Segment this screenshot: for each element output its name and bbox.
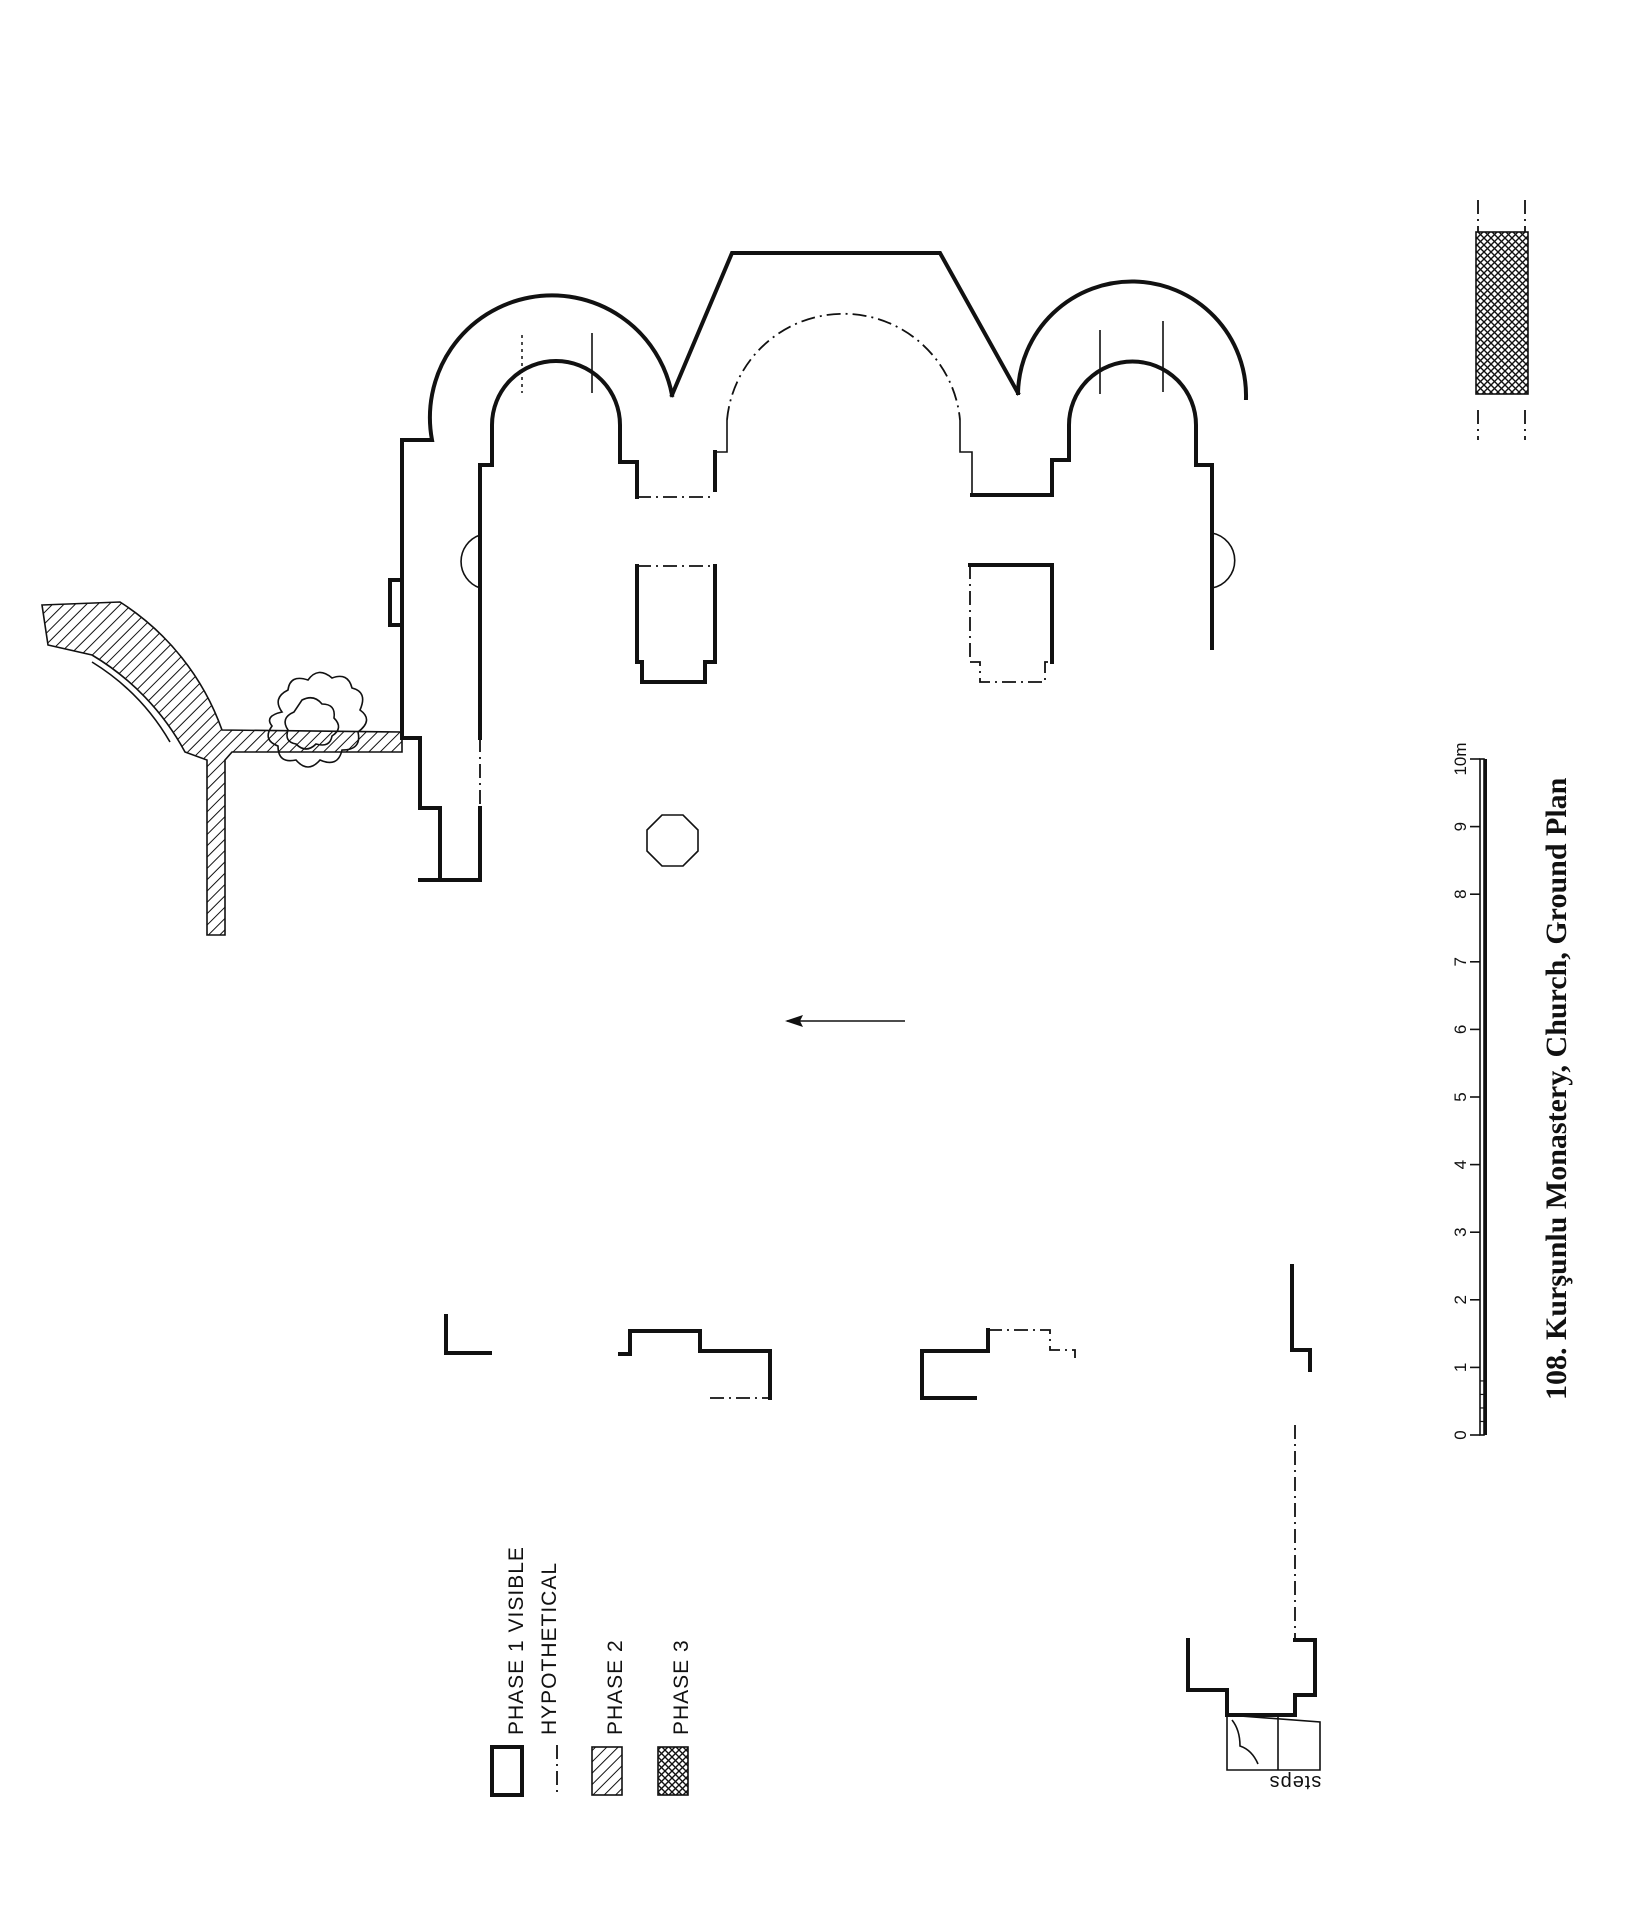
legend-phase2: PHASE 2 (604, 1639, 627, 1735)
scale-label: 1 (1451, 1363, 1470, 1372)
legend-swatch-phase1 (490, 1745, 524, 1797)
scale-label: 3 (1451, 1227, 1470, 1236)
scale-label: 8 (1451, 889, 1470, 898)
figure-caption: 108. Kurşunlu Monastery, Church, Ground … (1540, 777, 1573, 1400)
scale-bar: 0 1 2 3 4 5 6 7 8 9 10m (1451, 742, 1487, 1440)
legend: PHASE 1 VISIBLE HYPOTHETICAL PHASE 2 PHA… (490, 1546, 693, 1797)
phase2-structure (41, 601, 403, 936)
legend-phase3: PHASE 3 (670, 1639, 693, 1735)
legend-phase1-visible: PHASE 1 VISIBLE (505, 1546, 528, 1735)
scale-label: 5 (1451, 1092, 1470, 1101)
apse-walls (400, 251, 1249, 740)
scale-label: 6 (1451, 1025, 1470, 1034)
scale-label: 0 (1451, 1430, 1470, 1439)
scale-label: 10m (1451, 742, 1470, 775)
legend-swatch-phase2 (591, 1746, 623, 1796)
scale-label: 7 (1451, 957, 1470, 966)
legend-swatch-phase3 (657, 1746, 689, 1796)
steps-label: steps (1269, 1771, 1322, 1793)
direction-arrow (785, 1015, 905, 1027)
scale-label: 2 (1451, 1295, 1470, 1304)
north-walls (388, 438, 482, 882)
octagonal-column-base (646, 814, 699, 867)
tree-icon (267, 671, 368, 768)
legend-hypothetical: HYPOTHETICAL (538, 1562, 561, 1735)
east-piers (635, 563, 1054, 684)
scale-label: 9 (1451, 822, 1470, 831)
phase3-block (1475, 200, 1529, 440)
scale-label: 4 (1451, 1160, 1470, 1169)
west-walls (444, 1264, 1321, 1771)
